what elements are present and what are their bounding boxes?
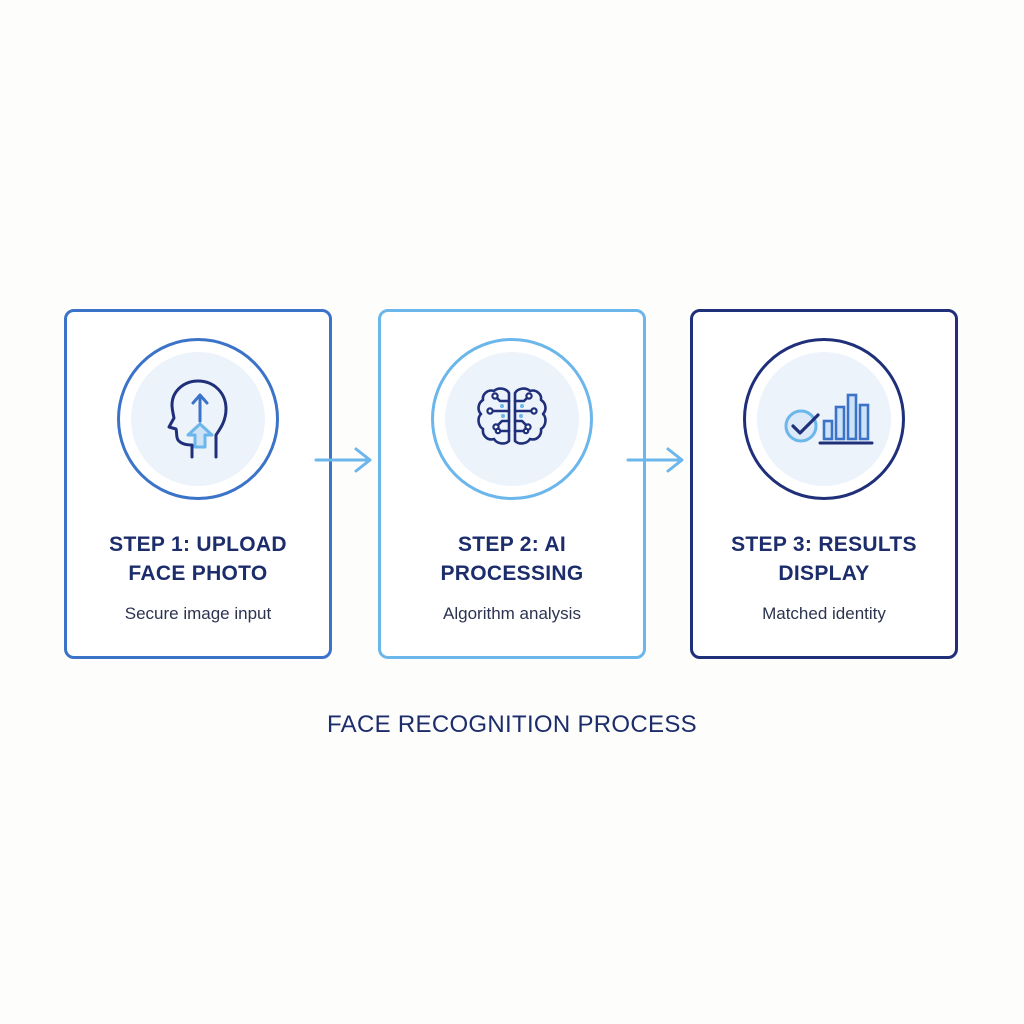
arrow-right-icon: [314, 447, 372, 473]
diagram-caption: FACE RECOGNITION PROCESS: [327, 711, 697, 738]
step-2-icon-ring: [431, 338, 593, 500]
step-3-title-line-2: DISPLAY: [778, 562, 870, 585]
step-3-title: STEP 3: RESULTS DISPLAY: [693, 530, 955, 588]
step-2-title: STEP 2: AI PROCESSING: [381, 530, 643, 588]
step-2-subtitle: Algorithm analysis: [443, 604, 581, 623]
step-3-icon-ring: [743, 338, 905, 500]
step-3-card: STEP 3: RESULTS DISPLAY Matched identity: [690, 309, 958, 659]
brain-circuit-icon: [477, 387, 547, 445]
check-chart-icon: [784, 393, 874, 445]
step-3-subtitle: Matched identity: [762, 604, 886, 623]
arrow-right-icon: [626, 447, 684, 473]
step-2-title-line-2: PROCESSING: [440, 562, 584, 585]
step-1-title: STEP 1: UPLOAD FACE PHOTO: [67, 530, 329, 588]
step-2-title-line-1: STEP 2: AI: [457, 533, 567, 556]
step-1-title-line-1: STEP 1: UPLOAD: [109, 533, 287, 556]
step-1-card: STEP 1: UPLOAD FACE PHOTO Secure image i…: [64, 309, 332, 659]
head-upload-icon: [167, 379, 228, 459]
step-2-card: STEP 2: AI PROCESSING Algorithm analysis: [378, 309, 646, 659]
step-1-title-line-2: FACE PHOTO: [128, 562, 268, 585]
step-1-icon-ring: [117, 338, 279, 500]
step-3-title-line-1: STEP 3: RESULTS: [731, 533, 917, 556]
step-1-subtitle: Secure image input: [124, 604, 272, 623]
